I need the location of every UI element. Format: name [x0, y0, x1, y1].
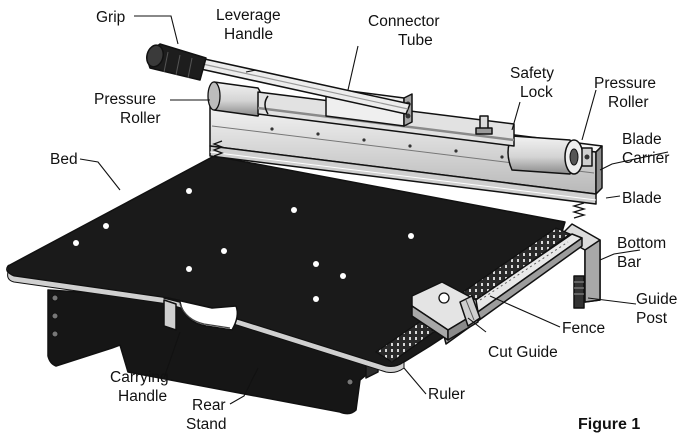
ruler: [374, 227, 572, 363]
label-bed: Bed: [50, 151, 78, 168]
label-safety-lock-line1: Safety: [510, 65, 554, 82]
grip: [146, 43, 207, 81]
figure-caption: Figure 1: [578, 416, 640, 433]
label-carrying-handle-line2: Handle: [118, 388, 167, 405]
label-leverage-handle-line1: Leverage: [216, 7, 281, 24]
label-fence: Fence: [562, 320, 605, 337]
label-bottom-bar-line2: Bar: [617, 254, 641, 271]
label-pressure-roller-right-line1: Pressure: [594, 75, 656, 92]
label-cut-guide: Cut Guide: [488, 344, 558, 361]
label-grip: Grip: [96, 9, 125, 26]
label-connector-tube-line2: Tube: [398, 32, 433, 49]
bed-holes: [73, 188, 414, 302]
label-rear-stand-line2: Stand: [186, 416, 227, 433]
labels: Grip Leverage Handle Connector Tube Safe…: [50, 7, 677, 433]
label-safety-lock-line2: Lock: [520, 84, 553, 101]
carrying-handle: [163, 297, 239, 331]
label-guide-post-line1: Guide: [636, 291, 677, 308]
label-ruler: Ruler: [428, 386, 465, 403]
label-guide-post-line2: Post: [636, 310, 668, 327]
label-bottom-bar-line1: Bottom: [617, 235, 666, 252]
label-pressure-roller-right-line2: Roller: [608, 94, 648, 111]
safety-lock: [475, 115, 493, 135]
stand-bolts: [51, 294, 354, 386]
guide-post: [573, 275, 585, 309]
pressure-roller-right: [507, 135, 593, 175]
label-pressure-roller-left-line1: Pressure: [94, 91, 156, 108]
cut-guide: [411, 281, 481, 341]
label-connector-tube-line1: Connector: [368, 13, 440, 30]
label-leverage-handle-line2: Handle: [224, 26, 273, 43]
label-blade-carrier-line2: Carrier: [622, 150, 669, 167]
label-carrying-handle-line1: Carrying: [110, 369, 169, 386]
label-blade-carrier-line1: Blade: [622, 131, 662, 148]
blade: [209, 145, 597, 205]
carrier-springs: [212, 140, 587, 219]
leader-lines: [79, 15, 669, 405]
label-blade: Blade: [622, 190, 662, 207]
label-pressure-roller-left-line2: Roller: [120, 110, 160, 127]
label-rear-stand-line1: Rear: [192, 397, 226, 414]
pressure-roller-left: [207, 81, 263, 117]
